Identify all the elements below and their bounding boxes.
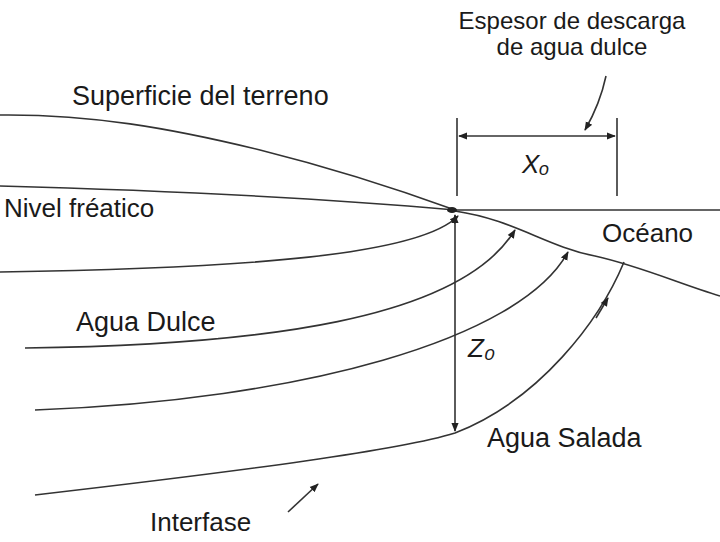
interface-line [35, 262, 624, 495]
label: Z₀ [466, 334, 497, 363]
label: Agua Dulce [74, 308, 218, 338]
label: Espesor de descarga de agua dulce [445, 8, 699, 61]
leader-line [288, 484, 318, 512]
label: Océano [600, 219, 695, 248]
label: Nivel fréatico [2, 194, 156, 223]
interface-arrow [596, 298, 608, 318]
flow-line [25, 230, 515, 348]
shore-point [447, 207, 457, 213]
label: Xₒ [520, 150, 552, 179]
flow-line [0, 216, 458, 272]
label: Interfase [148, 508, 253, 537]
leader-line [585, 76, 606, 130]
label: Agua Salada [485, 424, 644, 454]
x-tick [456, 118, 458, 196]
x-tick [616, 118, 618, 196]
label: Superficie del terreno [70, 82, 331, 112]
flow-line [35, 252, 568, 410]
x-dimension [459, 135, 615, 137]
z-dimension [454, 215, 456, 431]
